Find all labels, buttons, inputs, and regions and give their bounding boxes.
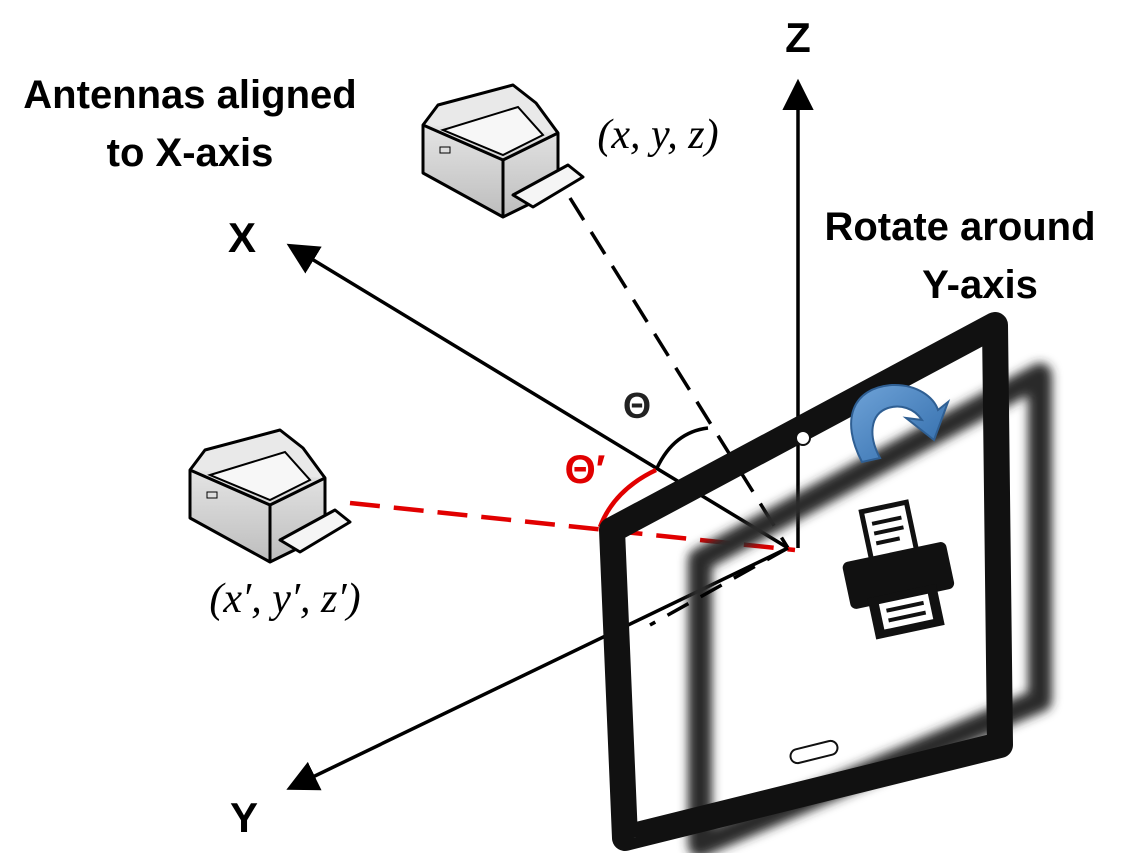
antennas-label-line2: to X-axis (107, 131, 274, 175)
print-icon (842, 499, 955, 640)
coord-left-label: (x′, y′, z′) (209, 576, 360, 622)
x-axis (286, 243, 789, 550)
antennas-label-line1: Antennas aligned (23, 73, 356, 117)
printer-icon-left (188, 428, 352, 564)
y-axis (286, 546, 789, 791)
theta-arc (655, 426, 709, 469)
rotate-label-line1: Rotate around (824, 205, 1095, 249)
axis-x-label: X (228, 214, 256, 261)
home-button (789, 739, 839, 765)
printer-icon-top (421, 83, 585, 219)
ray-top-printer (568, 197, 790, 549)
axis-y-label: Y (230, 794, 258, 841)
theta-prime-label: Θ′ (565, 448, 606, 492)
axis-z-label: Z (785, 14, 811, 61)
theta-prime-arc (597, 467, 657, 528)
coord-top-label: (x, y, z) (597, 112, 718, 158)
camera-dot (795, 430, 811, 446)
rotate-arrow-icon (850, 383, 951, 464)
rotated-tablet-ghost (688, 363, 1052, 853)
theta-label: Θ (623, 385, 651, 426)
rotate-label-line2: Y-axis (922, 263, 1038, 307)
